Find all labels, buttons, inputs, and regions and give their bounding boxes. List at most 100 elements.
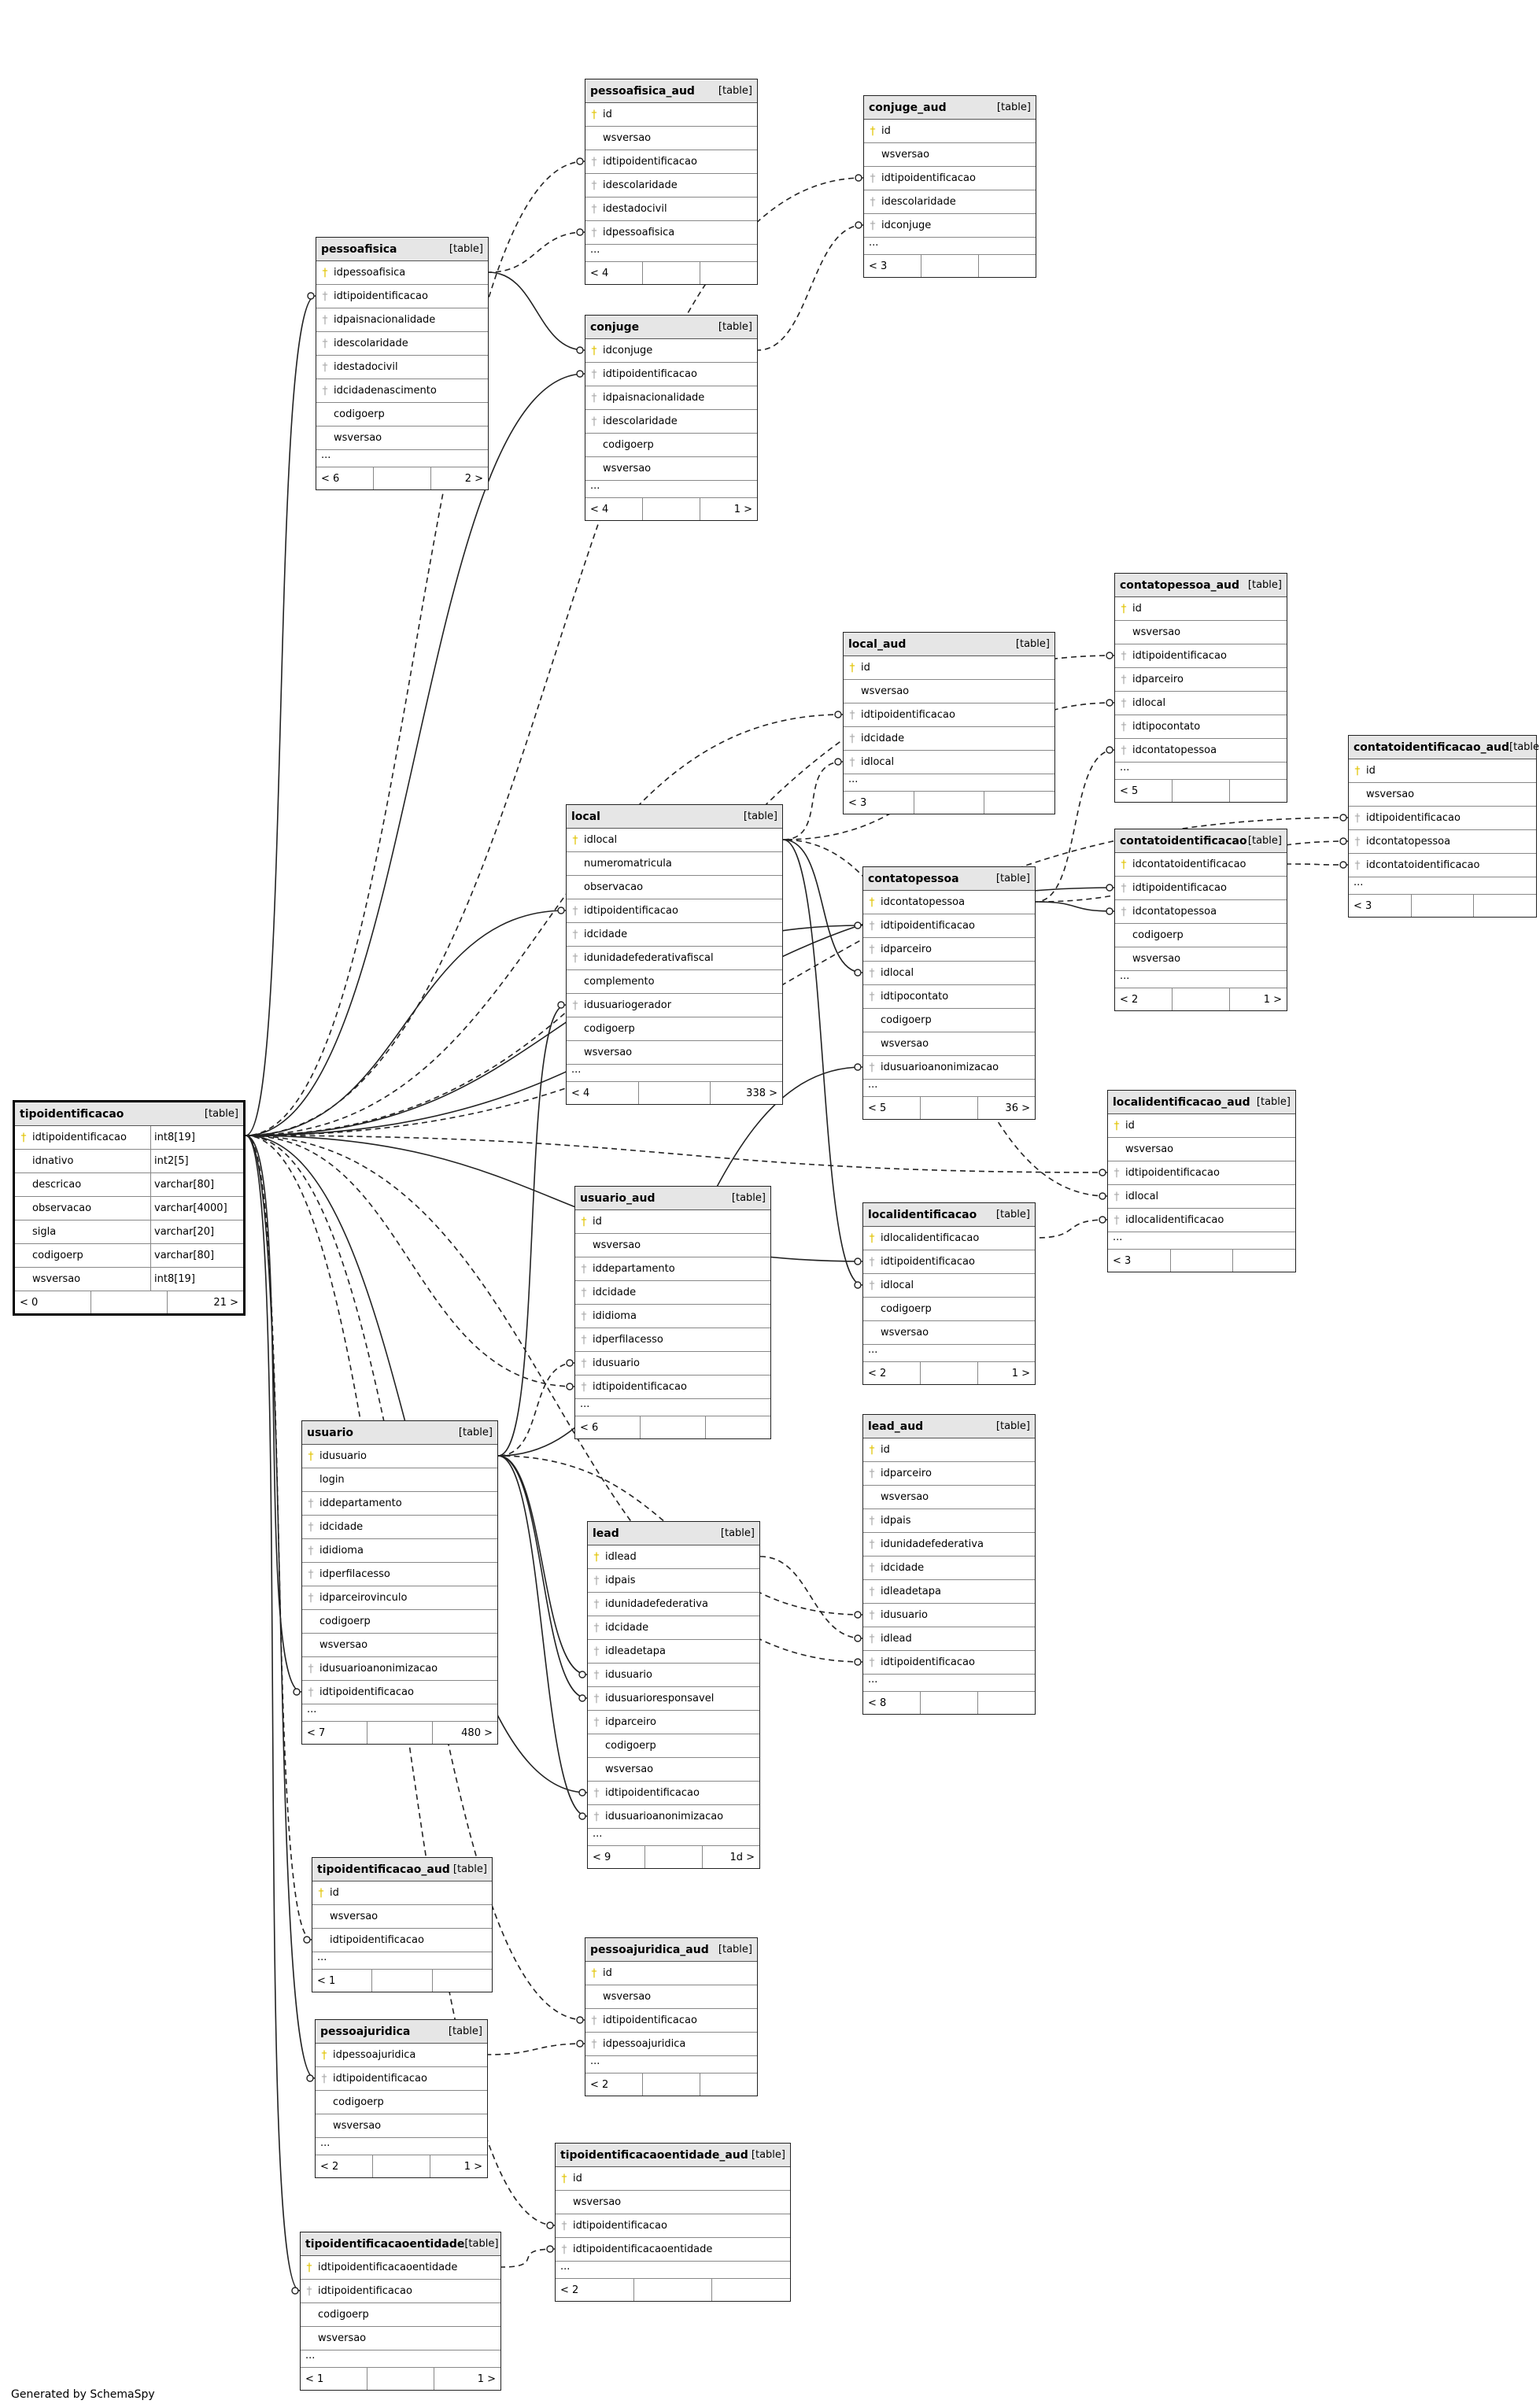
foreign-key-icon: † bbox=[308, 1686, 314, 1699]
foreign-key-icon: † bbox=[1121, 673, 1127, 686]
column-name: idunidadefederativa bbox=[605, 1598, 708, 1610]
foreign-key-icon: † bbox=[1121, 696, 1127, 710]
column-name: idescolaridade bbox=[881, 196, 956, 208]
child-count: 1 > bbox=[1263, 993, 1282, 1006]
column-name: idcontatopessoa bbox=[1132, 906, 1217, 918]
column-row: †idtipoidentificacao bbox=[585, 2009, 757, 2033]
column-row: †idlocal bbox=[1108, 1185, 1295, 1209]
table-kind-label: [table] bbox=[1256, 1096, 1291, 1108]
optional-many-marker bbox=[566, 1383, 574, 1390]
column-name: idtipoidentificacao bbox=[334, 290, 428, 302]
row-count-cell bbox=[921, 1097, 978, 1119]
relation-local_aud-to-local bbox=[782, 761, 844, 840]
table-contatoidentificacao[interactable]: contatoidentificacao[table]†idcontatoide… bbox=[1114, 829, 1287, 1011]
relation-contatoidentificacao_aud-to-contatoidentificacao bbox=[1287, 863, 1349, 866]
column-name: idlocal bbox=[881, 967, 914, 979]
parent-count: < 8 bbox=[863, 1692, 921, 1714]
column-name: idcontatopessoa bbox=[881, 896, 966, 908]
column-name: sigla bbox=[32, 1226, 57, 1238]
column-name: wsversao bbox=[593, 1239, 641, 1251]
optional-many-marker bbox=[576, 370, 584, 378]
optional-many-marker bbox=[1339, 814, 1347, 822]
table-name: lead bbox=[593, 1527, 619, 1540]
table-tipoidentificacaoentidade[interactable]: tipoidentificacaoentidade[table]†idtipoi… bbox=[300, 2232, 501, 2391]
column-row: †idusuario bbox=[575, 1352, 770, 1376]
column-name: idperfilacesso bbox=[319, 1568, 390, 1580]
relation-tipoidentificacaoentidade-to-tipoidentificacao bbox=[245, 1135, 301, 2291]
table-pessoajuridica[interactable]: pessoajuridica[table]†idpessoajuridica†i… bbox=[315, 2019, 488, 2178]
optional-many-marker bbox=[854, 1257, 862, 1265]
column-row: codigoerp bbox=[863, 1009, 1035, 1032]
column-row: wsversao bbox=[316, 2114, 487, 2138]
column-row: †id bbox=[1349, 759, 1536, 783]
relation-usuario-to-tipoidentificacao bbox=[245, 1135, 302, 1693]
foreign-key-icon: † bbox=[869, 966, 875, 980]
column-row: †idparceirovinculo bbox=[302, 1586, 497, 1610]
table-name: local bbox=[571, 810, 600, 823]
foreign-key-icon: † bbox=[593, 1574, 600, 1587]
column-name: idtipoidentificacao bbox=[603, 368, 697, 380]
table-header: pessoafisica_aud[table] bbox=[585, 79, 757, 103]
table-kind-label: [table] bbox=[995, 1420, 1030, 1432]
column-type: varchar[80] bbox=[150, 1173, 243, 1196]
row-count-cell bbox=[643, 262, 700, 284]
table-conjuge[interactable]: conjuge[table]†idconjuge†idtipoidentific… bbox=[585, 315, 758, 521]
table-contatopessoa[interactable]: contatopessoa[table]†idcontatopessoa†idt… bbox=[862, 866, 1036, 1120]
column-row: †idtipoidentificacao bbox=[302, 1681, 497, 1704]
table-pessoafisica[interactable]: pessoafisica[table]†idpessoafisica†idtip… bbox=[316, 237, 489, 490]
row-count-cell bbox=[639, 1082, 711, 1104]
optional-many-marker bbox=[1106, 884, 1113, 892]
foreign-key-icon: † bbox=[869, 943, 875, 956]
table-localidentificacao[interactable]: localidentificacao[table]†idlocalidentif… bbox=[862, 1202, 1036, 1385]
column-name: idtipoidentificacao bbox=[861, 709, 955, 721]
foreign-key-icon: † bbox=[869, 1514, 875, 1527]
column-name: idpais bbox=[881, 1515, 911, 1527]
column-name: idtipoidentificacaoentidade bbox=[573, 2243, 713, 2255]
table-kind-label: [table] bbox=[996, 102, 1031, 113]
column-row: wsversao bbox=[556, 2191, 790, 2214]
column-row: wsversao bbox=[312, 1905, 492, 1929]
optional-many-marker bbox=[855, 221, 862, 229]
table-lead[interactable]: lead[table]†idlead†idpais†idunidadefeder… bbox=[587, 1521, 760, 1869]
column-row: codigoerp bbox=[316, 2091, 487, 2114]
column-name: idpaisnacionalidade bbox=[603, 392, 705, 404]
optional-many-marker bbox=[576, 2016, 584, 2024]
foreign-key-icon: † bbox=[572, 951, 578, 965]
column-row: †idlead bbox=[588, 1545, 759, 1569]
table-kind-label: [table] bbox=[204, 1108, 238, 1120]
foreign-key-icon: † bbox=[849, 708, 855, 722]
column-row: †iddepartamento bbox=[302, 1492, 497, 1516]
foreign-key-icon: † bbox=[591, 202, 597, 216]
foreign-key-icon: † bbox=[1121, 905, 1127, 918]
column-name: wsversao bbox=[584, 1047, 633, 1058]
column-row: †idusuario bbox=[302, 1445, 497, 1468]
column-name: id bbox=[593, 1216, 602, 1228]
parent-count: < 6 bbox=[575, 1416, 641, 1438]
column-row: †idlocal bbox=[844, 751, 1054, 774]
optional-many-marker bbox=[546, 2221, 554, 2229]
column-row: †id bbox=[585, 1962, 757, 1985]
optional-many-marker bbox=[1099, 1216, 1106, 1224]
column-row: †idcontatopessoa bbox=[863, 891, 1035, 914]
foreign-key-icon: † bbox=[591, 2037, 597, 2051]
foreign-key-icon: † bbox=[308, 1568, 314, 1581]
row-count-cell bbox=[1173, 988, 1230, 1010]
column-name: wsversao bbox=[881, 149, 930, 161]
column-row: †idtipoidentificacao bbox=[1349, 807, 1536, 830]
table-tipoidentificacao[interactable]: tipoidentificacao[table]†idtipoidentific… bbox=[13, 1100, 246, 1316]
